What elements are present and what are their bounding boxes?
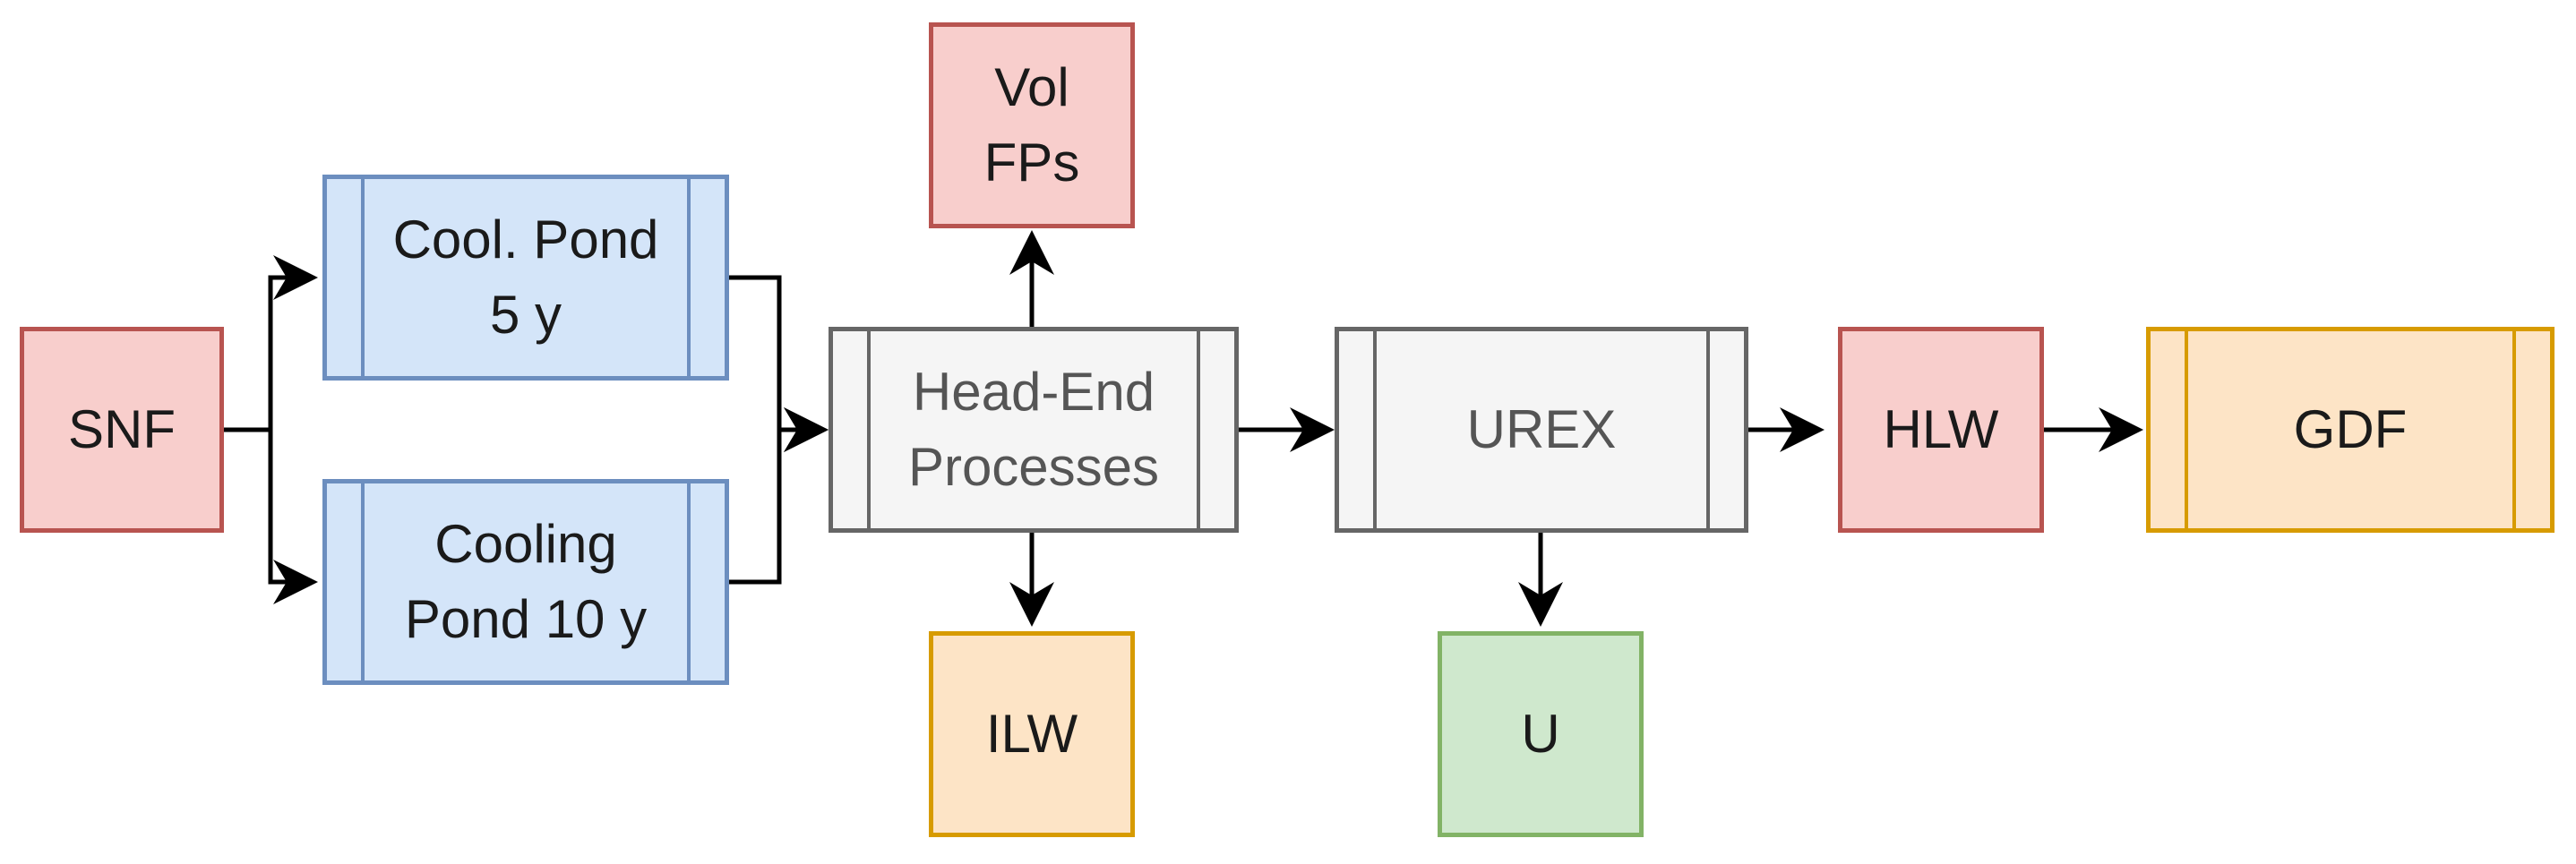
- node-gdf-label: GDF: [2293, 399, 2408, 459]
- node-snf-label: SNF: [68, 399, 176, 459]
- node-hlw-label: HLW: [1883, 399, 1999, 459]
- node-gdf: GDF: [2146, 327, 2555, 533]
- node-hlw: HLW: [1838, 327, 2044, 533]
- node-head-end-processes: Head-End Processes: [829, 327, 1239, 533]
- connector-cooling-pond-to-head-end: [729, 407, 829, 585]
- node-u: U: [1438, 631, 1644, 837]
- node-cooling-pond: Cooling Pond 10 y: [322, 479, 729, 685]
- node-ilw: ILW: [929, 631, 1135, 837]
- node-urex: UREX: [1335, 327, 1748, 533]
- node-snf: SNF: [20, 327, 224, 533]
- node-cool-pond: Cool. Pond 5 y: [322, 175, 729, 381]
- connector-snf-to-cooling-pond: [224, 427, 318, 604]
- node-cool-pond-label: Cool. Pond 5 y: [392, 210, 659, 345]
- node-u-label: U: [1521, 704, 1560, 764]
- connector-snf-to-cool-pond: [224, 255, 318, 432]
- node-urex-label: UREX: [1466, 399, 1617, 459]
- connector-cool-pond-to-head-end: [729, 275, 829, 452]
- node-cooling-pond-label: Cooling Pond 10 y: [404, 514, 648, 649]
- node-ilw-label: ILW: [985, 704, 1078, 764]
- node-vol-fps: Vol FPs: [929, 22, 1135, 228]
- node-vol-fps-label: Vol FPs: [983, 57, 1080, 192]
- node-head-end-label: Head-End Processes: [907, 362, 1160, 497]
